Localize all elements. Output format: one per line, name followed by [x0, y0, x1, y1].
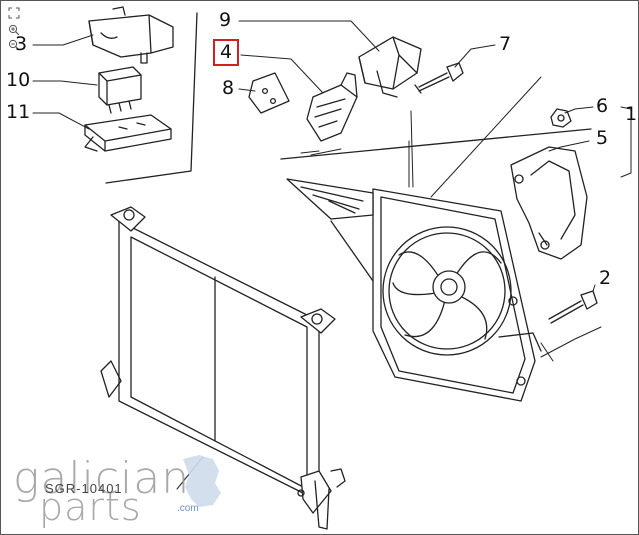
zoom-out-button[interactable] [7, 38, 21, 52]
diagram-code: SGR-10401 [45, 481, 123, 496]
zoom-in-icon [8, 24, 20, 36]
part-5-cover [510, 146, 588, 260]
watermark-domain: .com [177, 503, 199, 514]
inset-frame-right [280, 128, 592, 160]
part-6-nut [550, 108, 572, 128]
callout-7[interactable]: 7 [499, 33, 512, 55]
zoom-out-icon [8, 39, 20, 51]
callout-2[interactable]: 2 [599, 267, 612, 289]
inset-frame-left [105, 12, 198, 184]
part-8-gasket [248, 72, 290, 114]
watermark-name: galician [13, 453, 191, 504]
watermark-parts: parts [39, 485, 142, 529]
callout-1[interactable]: 1 [625, 103, 638, 125]
callout-6[interactable]: 6 [596, 95, 609, 117]
callout-9[interactable]: 9 [219, 9, 232, 31]
callout-10[interactable]: 10 [6, 69, 31, 91]
fit-view-icon [8, 7, 20, 19]
callout-5[interactable]: 5 [596, 127, 609, 149]
leader-lines [32, 20, 632, 490]
fit-view-button[interactable] [7, 6, 21, 20]
part-11-relay-bracket [84, 114, 172, 152]
part-1-fan-shroud [286, 178, 542, 402]
part-2-bolt [548, 290, 598, 324]
callout-3[interactable]: 3 [15, 33, 28, 55]
part-9-bracket [358, 36, 422, 98]
part-7-bolt [414, 62, 464, 94]
part-10-relay [98, 66, 142, 114]
zoom-in-button[interactable] [7, 23, 21, 37]
part-4-resistor [306, 72, 358, 142]
galicia-map-logo [183, 455, 221, 507]
callout-11[interactable]: 11 [6, 101, 31, 123]
callout-8[interactable]: 8 [222, 77, 235, 99]
callout-4[interactable]: 4 [212, 39, 240, 66]
radiator [100, 206, 346, 530]
part-3-fuse-cover [88, 6, 174, 64]
